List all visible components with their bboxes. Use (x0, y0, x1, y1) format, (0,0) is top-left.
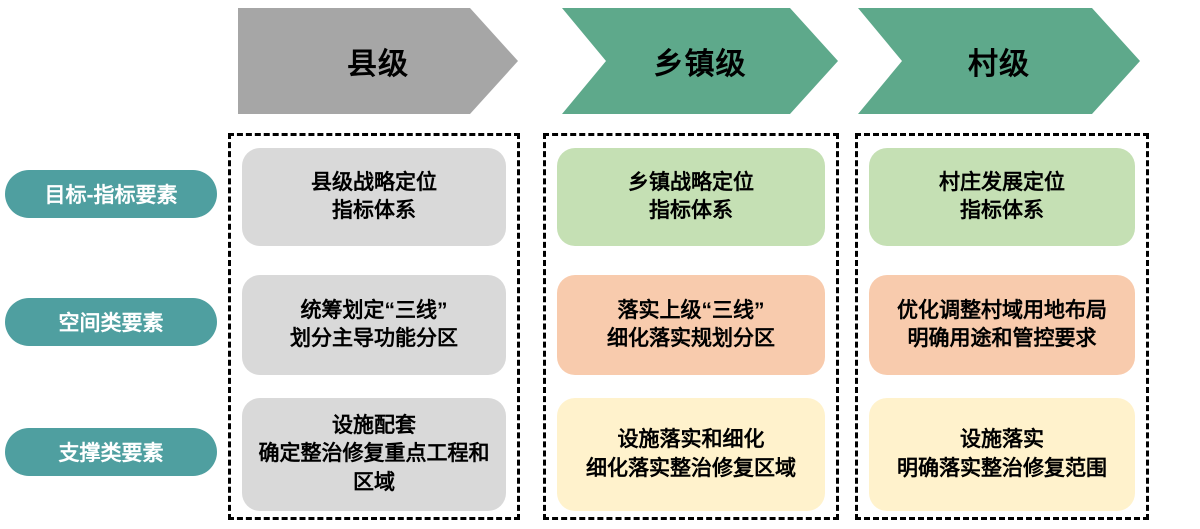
row-label-spatial-text: 空间类要素 (58, 312, 164, 335)
township-support-box: 设施落实和细化 细化落实整治修复区域 (557, 398, 825, 511)
village-spatial-box: 优化调整村域用地布局 明确用途和管控要求 (869, 275, 1135, 375)
village-goal-box: 村庄发展定位 指标体系 (869, 148, 1135, 246)
level-arrow-township-label: 乡镇级 (653, 48, 747, 81)
column-county: 县级战略定位 指标体系 统筹划定“三线” 划分主导功能分区 设施配套 确定整治修… (228, 133, 520, 520)
column-village: 村庄发展定位 指标体系 优化调整村域用地布局 明确用途和管控要求 设施落实 明确… (855, 133, 1149, 520)
row-label-goal-indicator-text: 目标-指标要素 (44, 184, 178, 207)
township-goal-box: 乡镇战略定位 指标体系 (557, 148, 825, 246)
row-label-support-text: 支撑类要素 (58, 442, 164, 465)
county-support-box: 设施配套 确定整治修复重点工程和区域 (242, 398, 506, 511)
county-goal-box: 县级战略定位 指标体系 (242, 148, 506, 246)
village-support-box: 设施落实 明确落实整治修复范围 (869, 398, 1135, 511)
row-label-support: 支撑类要素 (5, 428, 217, 476)
row-label-spatial: 空间类要素 (5, 298, 217, 346)
township-spatial-box: 落实上级“三线” 细化落实规划分区 (557, 275, 825, 375)
county-spatial-box: 统筹划定“三线” 划分主导功能分区 (242, 275, 506, 375)
level-arrow-county: 县级 (238, 8, 518, 114)
row-label-goal-indicator: 目标-指标要素 (5, 170, 217, 218)
column-township: 乡镇战略定位 指标体系 落实上级“三线” 细化落实规划分区 设施落实和细化 细化… (543, 133, 839, 520)
level-arrow-village: 村级 (858, 8, 1140, 114)
level-arrow-county-label: 县级 (347, 48, 409, 81)
level-arrow-township: 乡镇级 (562, 8, 838, 114)
level-arrow-village-label: 村级 (968, 48, 1030, 81)
